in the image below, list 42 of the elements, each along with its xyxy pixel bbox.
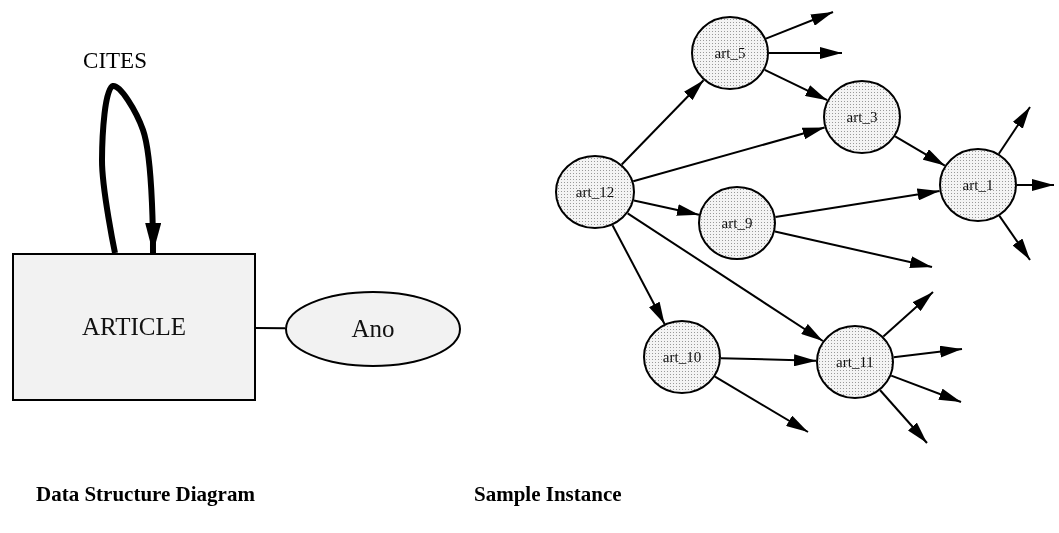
arrow bbox=[632, 199, 700, 216]
arrow bbox=[879, 389, 928, 444]
arrow bbox=[882, 291, 934, 338]
node-label: Ano bbox=[351, 315, 395, 343]
arrow bbox=[632, 126, 826, 183]
article-circle bbox=[823, 80, 901, 154]
article-circle bbox=[555, 155, 635, 229]
node-label: art_9 bbox=[721, 214, 753, 232]
arrow bbox=[620, 79, 705, 166]
node-label: art_1 bbox=[962, 176, 994, 194]
arrow bbox=[720, 354, 817, 367]
caption-label: Sample Instance bbox=[474, 482, 622, 507]
node-label: art_10 bbox=[662, 348, 702, 366]
node-label: ARTICLE bbox=[81, 313, 186, 341]
caption-label: Data Structure Diagram bbox=[36, 482, 255, 507]
arrow bbox=[714, 375, 809, 433]
arrow bbox=[773, 230, 933, 268]
arrow bbox=[1016, 179, 1055, 191]
self-loop-arrow bbox=[99, 83, 162, 254]
arrow bbox=[998, 214, 1031, 261]
article-circle bbox=[691, 16, 769, 90]
arrow bbox=[768, 47, 843, 59]
connector-line bbox=[255, 327, 286, 330]
arrow bbox=[774, 188, 941, 218]
arrow bbox=[890, 374, 962, 403]
article-circle bbox=[698, 186, 776, 260]
arrow bbox=[894, 135, 946, 167]
article-circle bbox=[939, 148, 1017, 222]
arrow bbox=[892, 345, 963, 359]
article-circle bbox=[816, 325, 894, 399]
entity-box bbox=[12, 253, 256, 401]
arrow bbox=[626, 212, 824, 342]
node-label: art_12 bbox=[575, 183, 615, 201]
arrow bbox=[764, 11, 834, 40]
arrow bbox=[997, 106, 1031, 155]
attribute-ellipse bbox=[285, 291, 461, 367]
arrow bbox=[611, 224, 666, 325]
node-label: art_5 bbox=[714, 44, 746, 62]
arrow bbox=[763, 68, 829, 102]
node-label: art_3 bbox=[846, 108, 878, 126]
node-label: art_11 bbox=[836, 353, 874, 371]
article-circle bbox=[643, 320, 721, 394]
